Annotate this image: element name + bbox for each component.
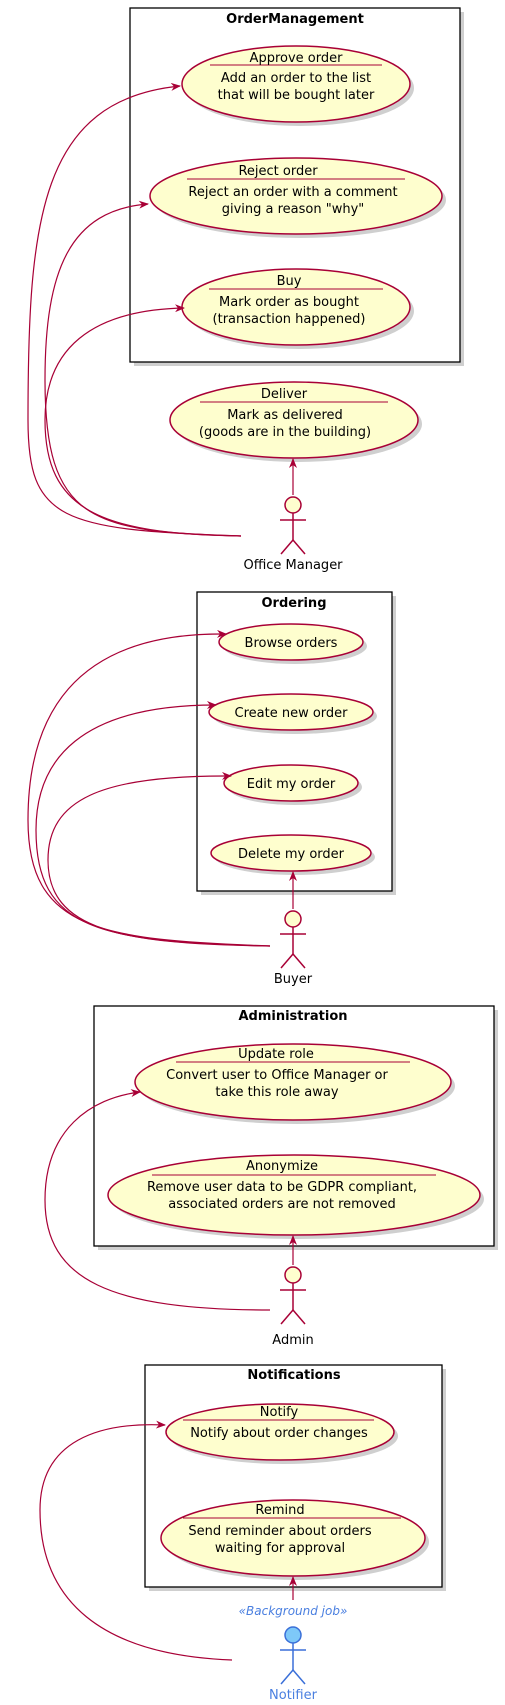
usecase-desc-line: Remove user data to be GDPR compliant,	[147, 1180, 417, 1195]
usecase-delete-my-order[interactable]: Delete my order	[210, 834, 375, 875]
actor-admin[interactable]: Admin	[272, 1266, 314, 1348]
actor-notifier[interactable]: «Background job» Notifier	[239, 1604, 348, 1703]
usecase-approve-order[interactable]: Approve order Add an order to the list t…	[181, 45, 414, 126]
usecase-desc-line: (goods are in the building)	[199, 425, 371, 440]
usecase-desc-line: Send reminder about orders	[188, 1524, 371, 1539]
actor-buyer[interactable]: Buyer	[274, 910, 313, 987]
usecase-edit-my-order[interactable]: Edit my order	[223, 764, 362, 805]
usecase-desc-line: giving a reason "why"	[222, 202, 365, 217]
usecase-update-role[interactable]: Update role Convert user to Office Manag…	[134, 1043, 455, 1124]
usecase-browse-orders[interactable]: Browse orders	[218, 623, 367, 664]
usecase-deliver[interactable]: Deliver Mark as delivered (goods are in …	[169, 381, 422, 462]
actor-stick-figure-icon	[280, 496, 306, 555]
usecase-desc-line: (transaction happened)	[213, 312, 366, 327]
usecase-name: Anonymize	[246, 1159, 318, 1174]
usecase-create-new-order[interactable]: Create new order	[208, 693, 377, 734]
package-ordering: Ordering Browse orders Create new order …	[196, 591, 396, 895]
usecase-name: Deliver	[261, 387, 308, 402]
connectors-order-management	[27, 82, 297, 537]
usecase-remind[interactable]: Remind Send reminder about orders waitin…	[160, 1499, 429, 1580]
usecase-desc-line: Notify about order changes	[190, 1426, 368, 1441]
package-notifications: Notifications Notify Notify about order …	[144, 1364, 446, 1591]
usecase-desc-line: Add an order to the list	[221, 71, 371, 86]
usecase-name: Approve order	[250, 51, 344, 66]
usecase-name: Delete my order	[238, 847, 345, 862]
actor-label: Notifier	[269, 1688, 318, 1703]
actor-label: Admin	[272, 1333, 313, 1348]
usecase-reject-order[interactable]: Reject order Reject an order with a comm…	[149, 157, 446, 238]
package-order-management: OrderManagement Approve order Add an ord…	[129, 7, 464, 462]
usecase-name: Buy	[277, 274, 302, 289]
actor-office-manager[interactable]: Office Manager	[243, 496, 343, 573]
actor-stick-figure-icon	[280, 1266, 306, 1325]
usecase-desc-line: associated orders are not removed	[168, 1197, 395, 1212]
actor-label: Office Manager	[243, 558, 343, 573]
usecase-name: Create new order	[235, 706, 349, 721]
actor-stick-figure-icon	[280, 1626, 306, 1685]
usecase-name: Browse orders	[245, 636, 338, 651]
usecase-name: Update role	[238, 1047, 314, 1062]
usecase-name: Edit my order	[247, 777, 336, 792]
usecase-desc-line: Reject an order with a comment	[188, 185, 397, 200]
package-title: OrderManagement	[226, 12, 364, 27]
usecase-desc-line: take this role away	[215, 1085, 338, 1100]
package-title: Notifications	[247, 1368, 340, 1383]
connectors-ordering	[27, 629, 297, 947]
usecase-name: Remind	[255, 1503, 304, 1518]
actor-stereotype: «Background job»	[239, 1604, 348, 1618]
usecase-notify[interactable]: Notify Notify about order changes	[165, 1403, 398, 1464]
usecase-desc-line: that will be bought later	[218, 88, 375, 103]
usecase-anonymize[interactable]: Anonymize Remove user data to be GDPR co…	[107, 1154, 484, 1239]
package-title: Administration	[238, 1009, 347, 1024]
usecase-name: Notify	[260, 1405, 299, 1420]
package-title: Ordering	[261, 596, 326, 611]
usecase-name: Reject order	[238, 164, 318, 179]
package-administration: Administration Update role Convert user …	[93, 1005, 498, 1250]
usecase-desc-line: Mark order as bought	[219, 295, 359, 310]
connectors-notifications	[39, 1420, 297, 1661]
usecase-desc-line: Mark as delivered	[227, 408, 343, 423]
usecase-buy[interactable]: Buy Mark order as bought (transaction ha…	[181, 268, 414, 349]
actor-label: Buyer	[274, 972, 313, 987]
usecase-desc-line: waiting for approval	[215, 1541, 345, 1556]
connectors-administration	[44, 1089, 297, 1311]
actor-stick-figure-icon	[280, 910, 306, 969]
usecase-desc-line: Convert user to Office Manager or	[166, 1068, 388, 1083]
